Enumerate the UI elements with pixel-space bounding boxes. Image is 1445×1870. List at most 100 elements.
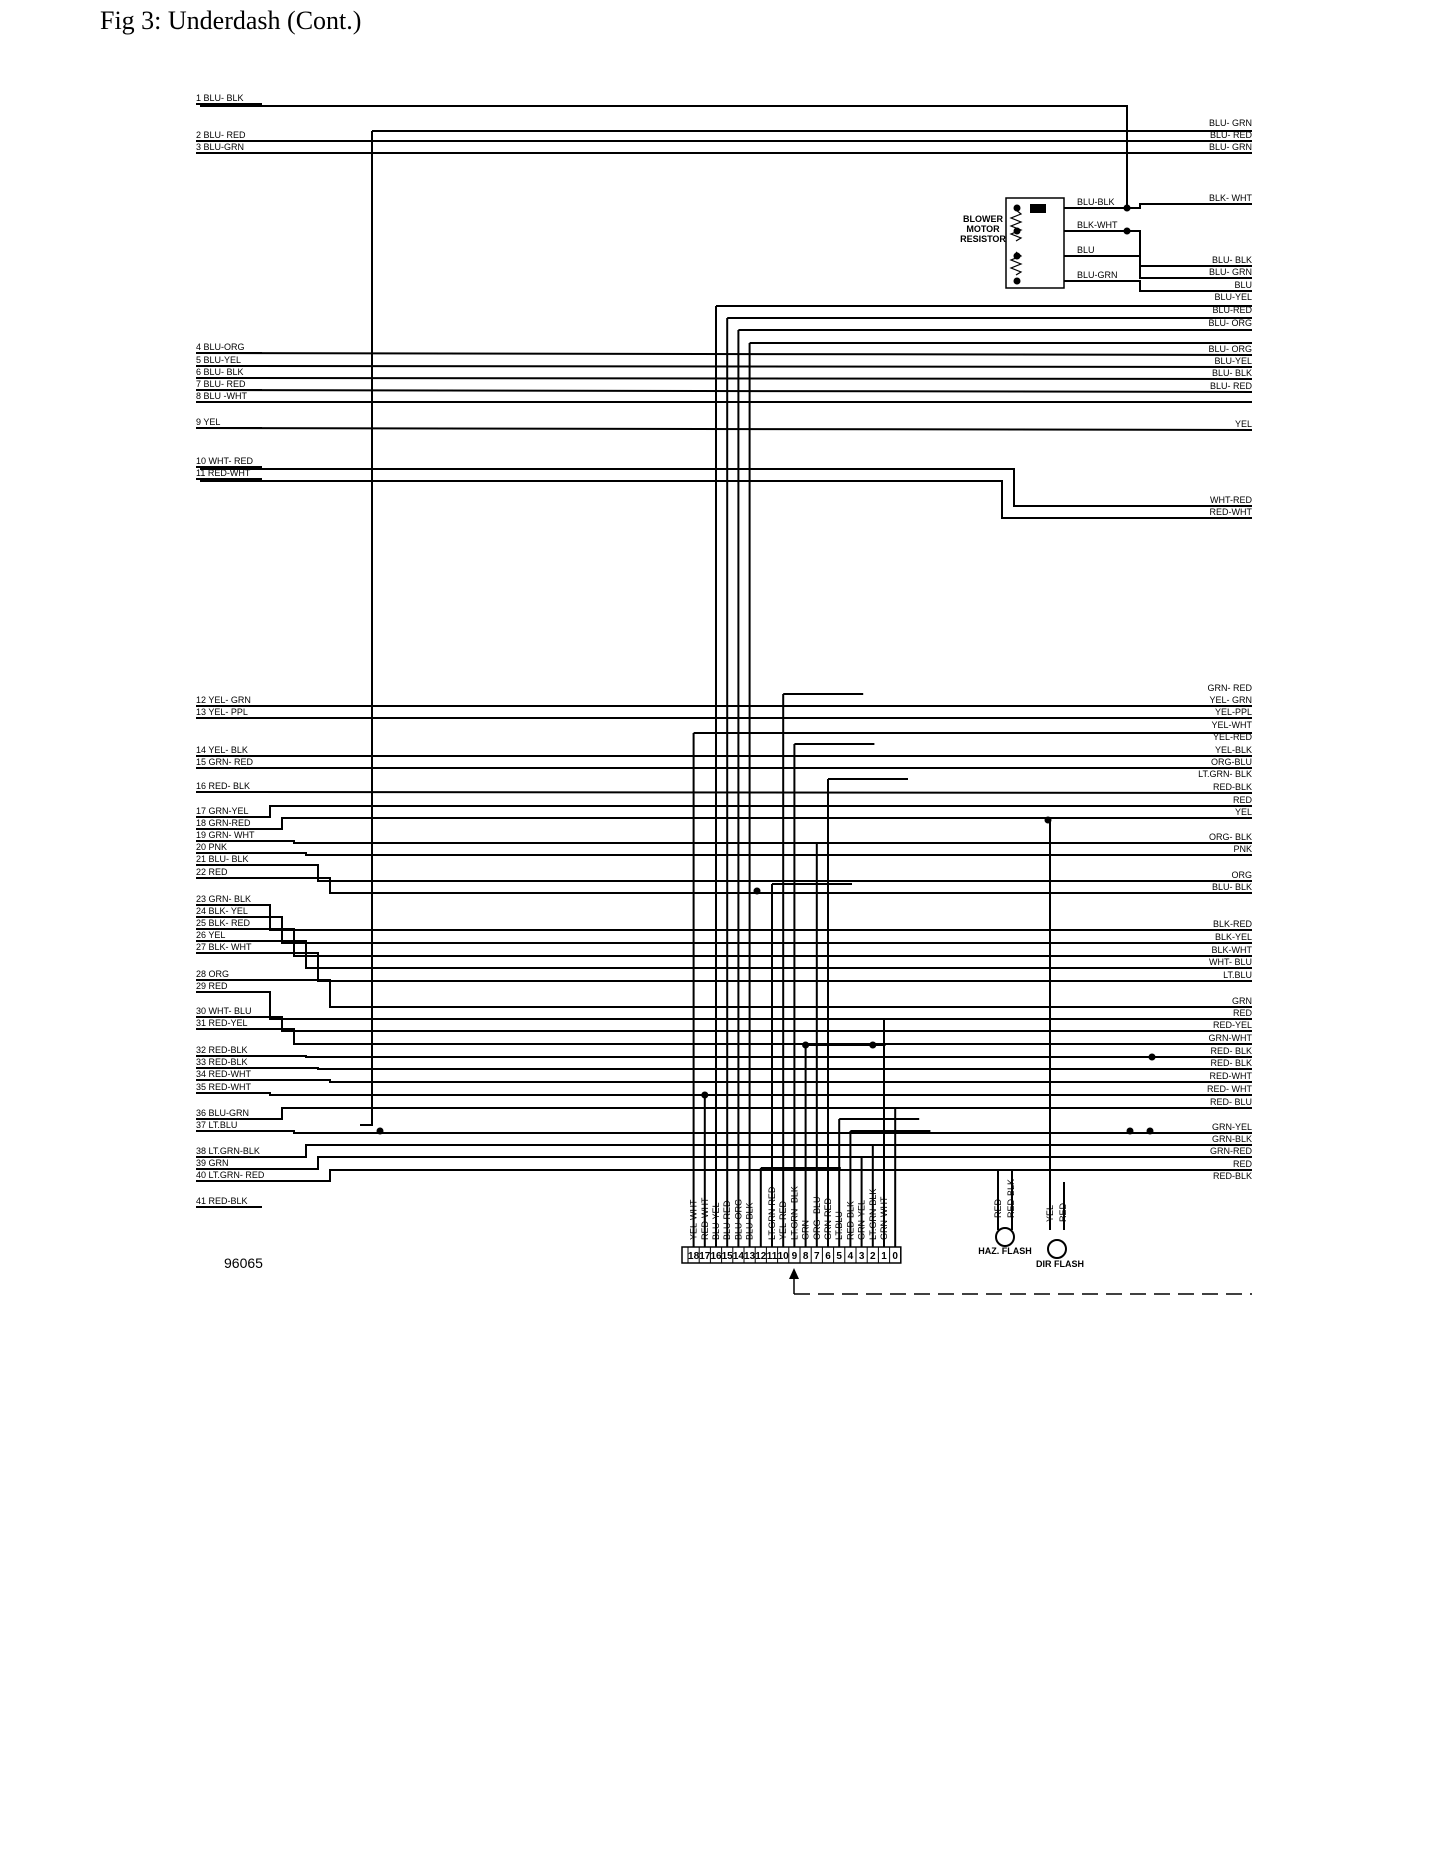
left-wire-label: 1 BLU- BLK: [196, 93, 244, 103]
right-wire-label: BLU-RED: [1212, 305, 1252, 315]
splice-dot: [1126, 1127, 1134, 1135]
haz-flash-label: HAZ. FLASH: [978, 1246, 1032, 1256]
right-wire-label: BLK-YEL: [1215, 932, 1252, 942]
left-wire-label: 6 BLU- BLK: [196, 367, 244, 377]
right-wire-label: LT.BLU: [1223, 970, 1252, 980]
right-wire-label: RED: [1233, 1159, 1253, 1169]
dir-flash-label: DIR FLASH: [1036, 1259, 1084, 1269]
connector-pin-label: 12: [755, 1251, 767, 1262]
connector-pin-label: 3: [859, 1251, 865, 1262]
blower-pin-label: BLK-WHT: [1077, 220, 1118, 230]
left-wire-label: 19 GRN- WHT: [196, 830, 255, 840]
harness-wire: [200, 805, 1252, 818]
connector-wire-label: RED-BLK: [845, 1201, 855, 1240]
left-wire-label: 30 WHT- BLU: [196, 1006, 252, 1016]
component-group: BLOWERMOTORRESISTORBLU-BLKBLK-WHTBLUBLU-…: [224, 197, 1252, 1295]
splice-dot: [1013, 277, 1021, 285]
connector-wire-label: LT.BLU: [834, 1211, 844, 1240]
harness-wire: [200, 1067, 1252, 1070]
right-wire-label: BLU- GRN: [1209, 267, 1252, 277]
arrow-head-icon: [789, 1268, 799, 1279]
connector-wire-label: BLU-RED: [722, 1200, 732, 1240]
straight-wire: [199, 389, 1253, 393]
right-wire-label: YEL-WHT: [1212, 720, 1253, 730]
right-wire-label: GRN-YEL: [1212, 1122, 1252, 1132]
connector-pin-label: 5: [836, 1251, 842, 1262]
left-wire-label: 18 GRN-RED: [196, 818, 251, 828]
connector-wire-label: BLU-YEL: [711, 1202, 721, 1240]
haz-wire-label: RED-BLK: [1006, 1179, 1016, 1218]
left-wire-label: 4 BLU-ORG: [196, 342, 245, 352]
straight-wire: [199, 791, 1253, 794]
left-wire-label: 25 BLK- RED: [196, 918, 251, 928]
right-wire-label: GRN-WHT: [1209, 1033, 1253, 1043]
left-wire-label: 23 GRN- BLK: [196, 894, 251, 904]
splice-dot: [753, 887, 761, 895]
connector-wire-label: LT.GRN- BLK: [789, 1186, 799, 1240]
harness-wire: [200, 1130, 1252, 1134]
blower-resistor-label: MOTOR: [966, 224, 1000, 234]
right-wire-label: RED- BLU: [1210, 1097, 1252, 1107]
right-wire-label: YEL- GRN: [1209, 695, 1252, 705]
straight-wire: [199, 427, 1253, 431]
right-wire-label: RED-YEL: [1213, 1020, 1252, 1030]
right-wire-label: RED-BLK: [1213, 1171, 1252, 1181]
splice-dot: [1146, 1127, 1154, 1135]
connector-wire-label: GRN-YEL: [857, 1200, 867, 1240]
connector-wire-label: GRN-RED: [823, 1198, 833, 1240]
right-wire-label: LT.GRN- BLK: [1198, 769, 1252, 779]
connector-pin-label: 13: [744, 1251, 756, 1262]
connector-pin-label: 7: [814, 1251, 820, 1262]
blower-pin-label: BLU: [1077, 245, 1095, 255]
resistor-zigzag: [1009, 251, 1023, 276]
blower-out-1: [1127, 203, 1252, 209]
harness-wire: [200, 1156, 1252, 1170]
right-wire-label: GRN: [1232, 996, 1252, 1006]
harness-wire: [200, 1079, 1252, 1083]
harness-wire: [200, 1144, 1252, 1158]
right-wire-label: BLU- RED: [1210, 130, 1253, 140]
connector-pin-label: 14: [733, 1251, 745, 1262]
connector-wire-label: YEL-WHT: [689, 1199, 699, 1240]
right-wire-label: BLK-RED: [1213, 919, 1253, 929]
left-wire-label: 38 LT.GRN-BLK: [196, 1146, 260, 1156]
connector-pin-label: 8: [803, 1251, 809, 1262]
harness-wire: [200, 1028, 1252, 1045]
haz-wire-label: RED: [993, 1198, 1003, 1218]
left-wire-label: 9 YEL: [196, 417, 220, 427]
right-wire-label: BLU- ORG: [1208, 318, 1252, 328]
splice-dot: [1148, 1053, 1156, 1061]
right-wire-label: RED- BLK: [1210, 1058, 1252, 1068]
left-wire-label: 22 RED: [196, 867, 228, 877]
connector-pin-label: 1: [881, 1251, 887, 1262]
connector-pin-label: 6: [825, 1251, 831, 1262]
wire-lines: [196, 103, 1253, 1247]
connector-wire-label: BLU-ORG: [733, 1199, 743, 1240]
right-wire-label: YEL-RED: [1213, 732, 1253, 742]
connector-wire-label: YEL-RED: [778, 1200, 788, 1240]
right-wire-label: YEL: [1235, 807, 1252, 817]
right-wire-label: BLU- BLK: [1212, 882, 1252, 892]
connector-wire-label: GRN: [801, 1220, 811, 1240]
right-wire-label: BLU- GRN: [1209, 118, 1252, 128]
harness-wire: [200, 928, 1252, 957]
connector-pin-label: 18: [688, 1251, 700, 1262]
right-wire-label: YEL-PPL: [1215, 707, 1252, 717]
left-wire-label: 33 RED-BLK: [196, 1057, 248, 1067]
vertical-372: [360, 131, 373, 1126]
harness-wire: [200, 852, 1252, 856]
left-wire-label: 13 YEL- PPL: [196, 707, 248, 717]
blower-resistor-label: BLOWER: [963, 214, 1003, 224]
straight-wire: [199, 352, 1253, 356]
harness-wire: [200, 1092, 1252, 1096]
connector-pin-label: 0: [892, 1251, 898, 1262]
harness-wire: [200, 952, 1252, 982]
left-wire-label: 36 BLU-GRN: [196, 1108, 249, 1118]
connector-pin-label: 10: [778, 1251, 790, 1262]
right-wire-label: BLU-YEL: [1214, 356, 1252, 366]
blower-out-2: [1127, 230, 1252, 267]
connector-wire-label: LT.GRN-BLK: [868, 1189, 878, 1240]
connector-wire-label: GRN-WHT: [879, 1196, 889, 1240]
right-wire-label: GRN- RED: [1208, 683, 1253, 693]
left-wire-label: 2 BLU- RED: [196, 130, 246, 140]
